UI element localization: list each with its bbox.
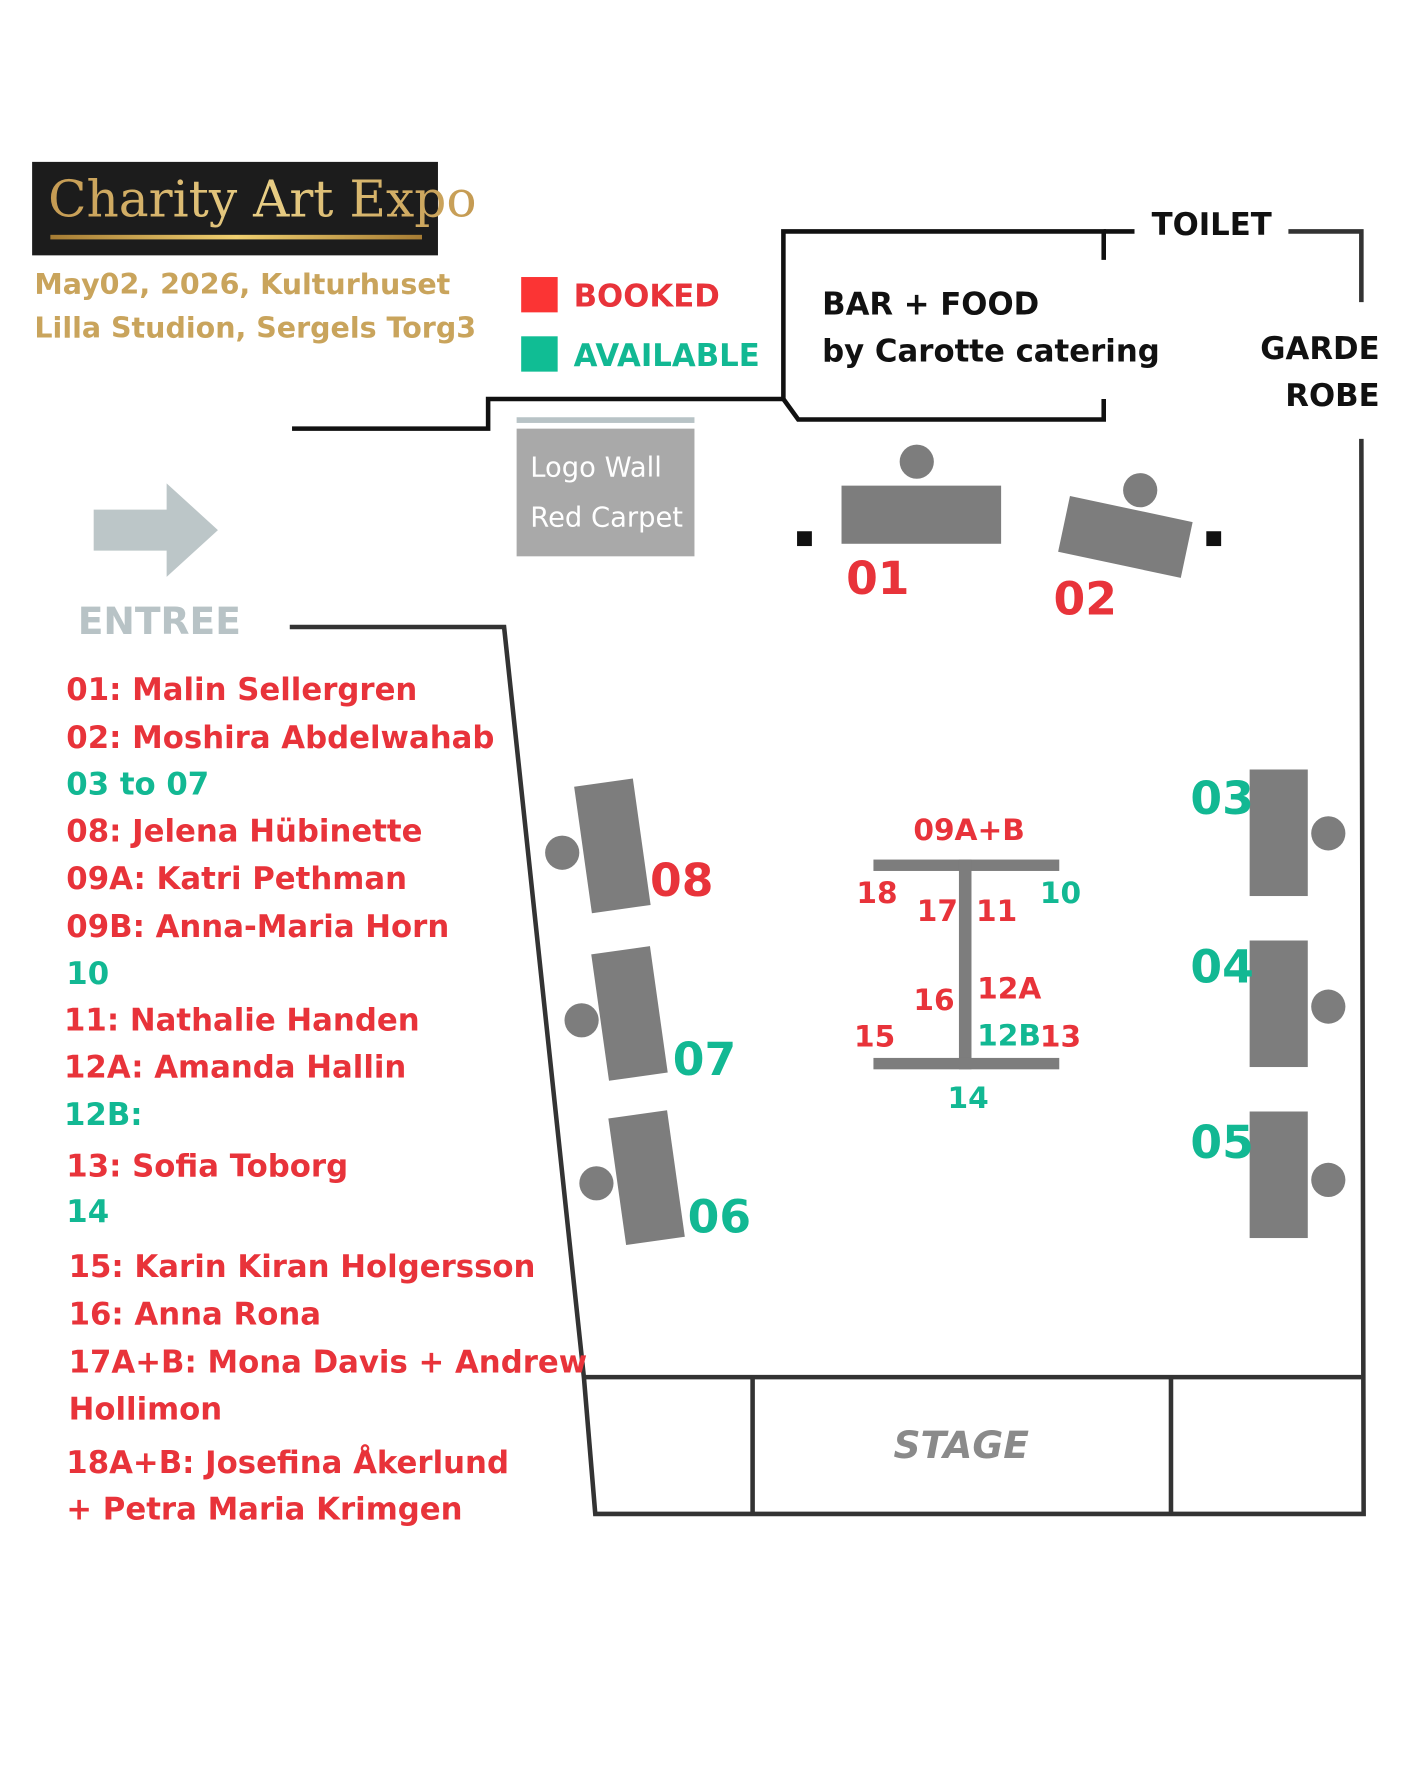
exhibitor-item: 09B: Anna-Maria Horn <box>66 909 449 945</box>
exhibitor-item: 17A+B: Mona Davis + Andrew <box>69 1345 588 1381</box>
center-table <box>873 859 1060 1070</box>
exhibitor-item: 18A+B: Josefina Åkerlund <box>66 1444 509 1481</box>
booth-16-label[interactable]: 16 <box>913 982 954 1017</box>
exhibitor-list: 01: Malin Sellergren 02: Moshira Abdelwah… <box>64 672 587 1528</box>
booth-01[interactable]: 01 <box>841 444 1002 605</box>
exhibitor-item: 02: Moshira Abdelwahab <box>66 720 494 756</box>
booth-17-label[interactable]: 17 <box>917 893 958 928</box>
booth-08-label: 08 <box>650 854 713 907</box>
exhibitor-item: 08: Jelena Hübinette <box>66 813 422 849</box>
booth-18-label[interactable]: 18 <box>856 875 897 910</box>
booth-02[interactable]: 02 <box>1054 473 1193 625</box>
booth-05[interactable]: 05 <box>1190 1111 1346 1239</box>
exhibitor-item: 11: Nathalie Handen <box>64 1003 420 1039</box>
booth-04-label: 04 <box>1190 941 1253 994</box>
booth-02-label: 02 <box>1054 572 1117 625</box>
booth-07[interactable]: 07 <box>564 946 737 1086</box>
booth-12b-label[interactable]: 12B <box>977 1017 1041 1052</box>
booth-03[interactable]: 03 <box>1190 769 1346 897</box>
booth-06[interactable]: 06 <box>579 1110 751 1245</box>
exhibitor-item: 14 <box>66 1194 109 1230</box>
event-date-venue: May02, 2026, Kulturhuset <box>34 268 450 301</box>
exhibitor-item: 12A: Amanda Hallin <box>64 1049 406 1085</box>
exhibitor-item: 03 to 07 <box>66 767 209 803</box>
toilet-label: TOILET <box>1152 207 1272 243</box>
pillar <box>797 531 812 547</box>
exhibitor-item: 09A: Katri Pethman <box>66 861 407 897</box>
exhibitor-item: 15: Karin Kiran Holgersson <box>69 1249 536 1285</box>
stage-label: STAGE <box>893 1423 1029 1467</box>
exhibitor-item: + Petra Maria Krimgen <box>66 1492 462 1528</box>
booth-14-label[interactable]: 14 <box>948 1080 989 1115</box>
booth-10-label[interactable]: 10 <box>1040 875 1081 910</box>
exhibitor-item: 16: Anna Rona <box>69 1297 321 1333</box>
red-carpet-label: Red Carpet <box>530 503 683 534</box>
catering-label: by Carotte catering <box>822 333 1160 369</box>
exhibitor-item: 10 <box>66 956 109 992</box>
event-address: Lilla Studion, Sergels Torg3 <box>34 311 476 344</box>
garderobe-label-2: ROBE <box>1285 378 1379 414</box>
booth-06-label: 06 <box>688 1190 751 1243</box>
event-logo: Charity Art Expo <box>32 161 477 256</box>
booth-07-label: 07 <box>673 1033 736 1086</box>
booth-09-label[interactable]: 09A+B <box>913 812 1025 847</box>
booth-11-label[interactable]: 11 <box>976 893 1017 928</box>
booth-05-label: 05 <box>1190 1116 1253 1169</box>
garderobe-label-1: GARDE <box>1260 331 1379 367</box>
logo-wall: Logo Wall Red Carpet <box>516 417 695 557</box>
booth-15-label[interactable]: 15 <box>854 1019 895 1054</box>
bar-label: BAR + FOOD <box>822 287 1039 323</box>
exhibitor-item: 01: Malin Sellergren <box>66 672 417 708</box>
booth-08[interactable]: 08 <box>545 778 713 914</box>
booth-12a-label[interactable]: 12A <box>977 971 1041 1006</box>
logo-wall-label: Logo Wall <box>530 453 662 484</box>
pillar <box>1206 531 1222 547</box>
booth-13-label[interactable]: 13 <box>1040 1019 1081 1054</box>
exhibitor-item: 12B: <box>64 1097 143 1133</box>
entree-label: ENTREE <box>78 599 241 643</box>
exhibitor-item: 13: Sofia Toborg <box>66 1148 348 1184</box>
exhibitor-item: Hollimon <box>69 1391 223 1427</box>
booked-swatch <box>521 277 558 313</box>
booth-01-label: 01 <box>846 552 909 605</box>
logo-title: Charity Art Expo <box>48 170 477 229</box>
booth-04[interactable]: 04 <box>1190 940 1346 1068</box>
booth-03-label: 03 <box>1190 772 1253 825</box>
entrance-arrow-icon <box>93 483 218 577</box>
legend-available: AVAILABLE <box>574 338 760 374</box>
legend-booked: BOOKED <box>574 279 720 315</box>
available-swatch <box>521 336 558 372</box>
walls <box>289 229 1366 1517</box>
